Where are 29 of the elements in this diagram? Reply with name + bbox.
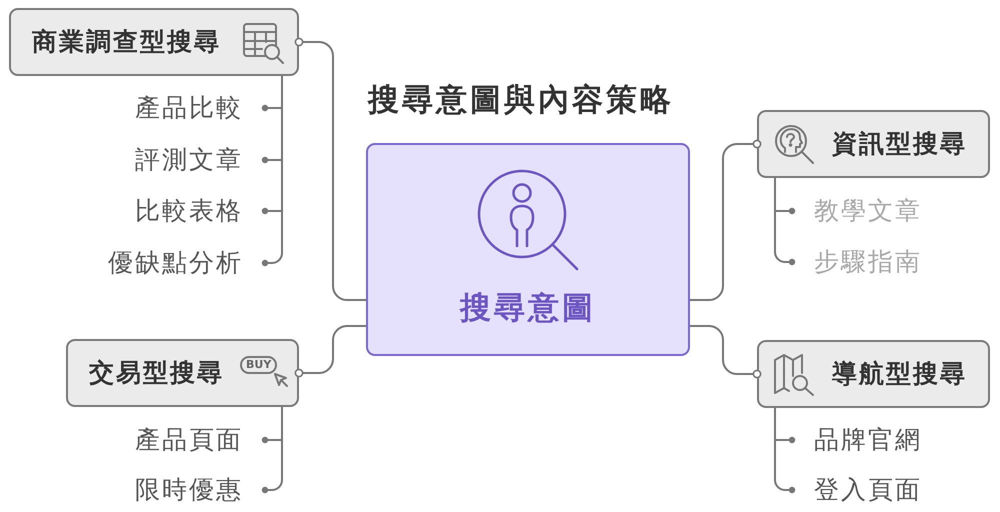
- subtopic-label: 品牌官網: [814, 425, 922, 454]
- category-box: [757, 340, 990, 408]
- connector: [262, 407, 283, 494]
- diagram-title: 搜尋意圖與內容策略: [368, 81, 674, 120]
- subtopic-label: 教學文章: [814, 196, 922, 225]
- subtopic-label: 優缺點分析: [108, 248, 243, 277]
- category-title: 商業調查型搜尋: [32, 26, 221, 58]
- category-box: [757, 110, 990, 178]
- category-box: [9, 8, 299, 76]
- topic-title: 搜尋意圖: [458, 289, 597, 327]
- connector: [690, 325, 762, 378]
- subtopic-label: 限時優惠: [135, 475, 243, 504]
- category-box: [66, 339, 299, 407]
- connector: [294, 38, 366, 301]
- subtopic-label: 產品頁面: [135, 425, 243, 454]
- subtopic-label: 產品比較: [135, 93, 243, 122]
- subtopic-label: 步驟指南: [814, 247, 922, 276]
- subtopic-label: 評測文章: [135, 145, 243, 174]
- subtopic-label: 登入頁面: [814, 475, 922, 504]
- category-title: 資訊型搜尋: [832, 128, 967, 160]
- connector: [294, 325, 366, 378]
- topic-box: [366, 143, 690, 356]
- subtopic-label: 比較表格: [135, 196, 243, 225]
- connector: [690, 140, 762, 301]
- category-title: 交易型搜尋: [89, 357, 224, 389]
- connector: [774, 178, 796, 266]
- action-tag: BUY: [240, 356, 278, 374]
- connector: [262, 76, 283, 266]
- category-title: 導航型搜尋: [832, 358, 967, 390]
